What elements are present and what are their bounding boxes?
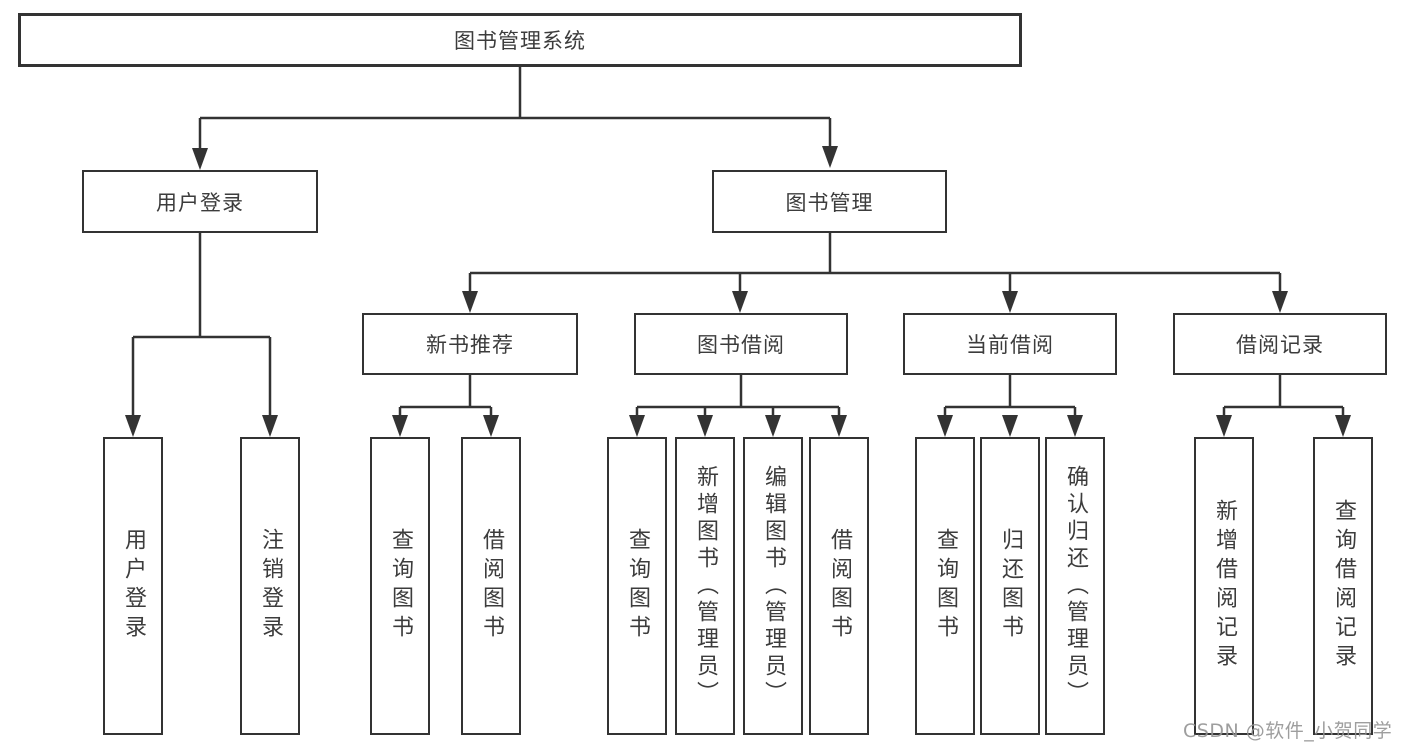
node-user-login-branch: 用户登录 bbox=[82, 170, 318, 233]
leaf-query-books-borrowing: 查询图书 bbox=[607, 437, 667, 735]
leaf-logout: 注销登录 bbox=[240, 437, 300, 735]
node-root-system: 图书管理系统 bbox=[18, 13, 1022, 67]
node-borrowing-records: 借阅记录 bbox=[1173, 313, 1387, 375]
leaf-query-books-recommend: 查询图书 bbox=[370, 437, 430, 735]
leaf-confirm-return-admin: 确认归还（管理员） bbox=[1045, 437, 1105, 735]
leaf-user-login: 用户登录 bbox=[103, 437, 163, 735]
node-book-management-branch: 图书管理 bbox=[712, 170, 947, 233]
leaf-query-borrow-record: 查询借阅记录 bbox=[1313, 437, 1373, 735]
leaf-add-books-admin: 新增图书（管理员） bbox=[675, 437, 735, 735]
leaf-edit-books-admin: 编辑图书（管理员） bbox=[743, 437, 803, 735]
leaf-add-borrow-record: 新增借阅记录 bbox=[1194, 437, 1254, 735]
node-current-borrowing: 当前借阅 bbox=[903, 313, 1117, 375]
csdn-watermark: CSDN @软件_小贺同学 bbox=[1183, 720, 1393, 742]
leaf-borrow-books-recommend: 借阅图书 bbox=[461, 437, 521, 735]
leaf-return-books: 归还图书 bbox=[980, 437, 1040, 735]
node-new-book-recommend: 新书推荐 bbox=[362, 313, 578, 375]
leaf-borrow-books: 借阅图书 bbox=[809, 437, 869, 735]
arrowheads bbox=[125, 146, 1351, 437]
leaf-query-books-current: 查询图书 bbox=[915, 437, 975, 735]
node-book-borrowing: 图书借阅 bbox=[634, 313, 848, 375]
